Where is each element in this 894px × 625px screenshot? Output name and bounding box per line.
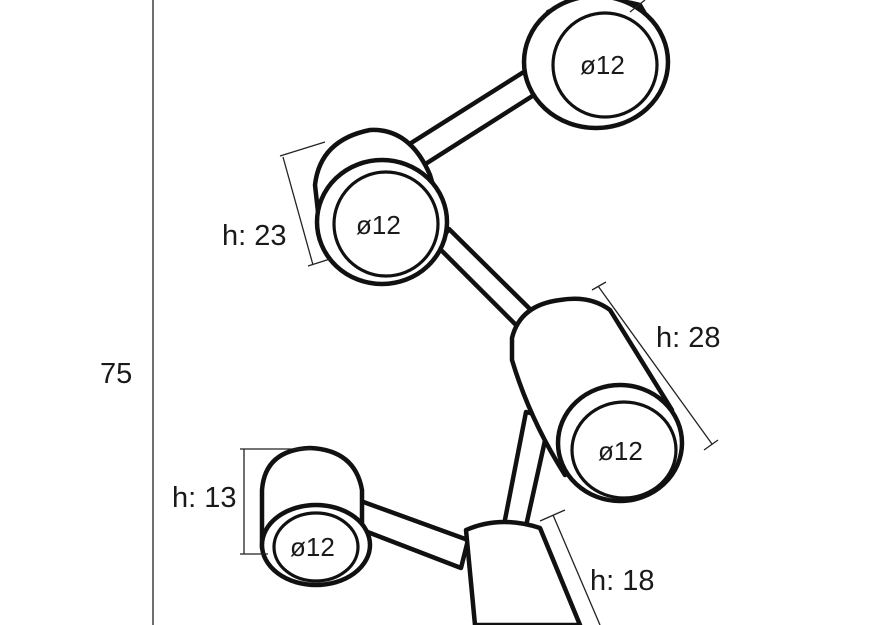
head-2-height-label: h: 28: [656, 322, 721, 354]
head-4-body: [463, 519, 583, 625]
head-3-height-label: h: 13: [172, 482, 237, 514]
head-top: [521, 0, 671, 131]
head-top-diameter-label: ø12: [580, 50, 625, 80]
head-3-height-dimension: [240, 448, 312, 555]
head-4-height-label: h: 18: [590, 565, 655, 597]
head-1: [312, 127, 450, 287]
head-1-diameter-label: ø12: [356, 210, 401, 240]
head-2-diameter-label: ø12: [598, 436, 643, 466]
head-2: [509, 296, 685, 504]
head-1-height-label: h: 23: [222, 220, 287, 252]
head-4-height-dimension: [539, 509, 601, 625]
head-3: [259, 445, 373, 588]
head-3-diameter-label: ø12: [290, 532, 335, 562]
overall-height-label: 75: [100, 358, 132, 390]
arm-top: [397, 65, 548, 173]
head-1-height-dimension: [279, 141, 331, 267]
head-2-height-dimension: [591, 281, 719, 451]
